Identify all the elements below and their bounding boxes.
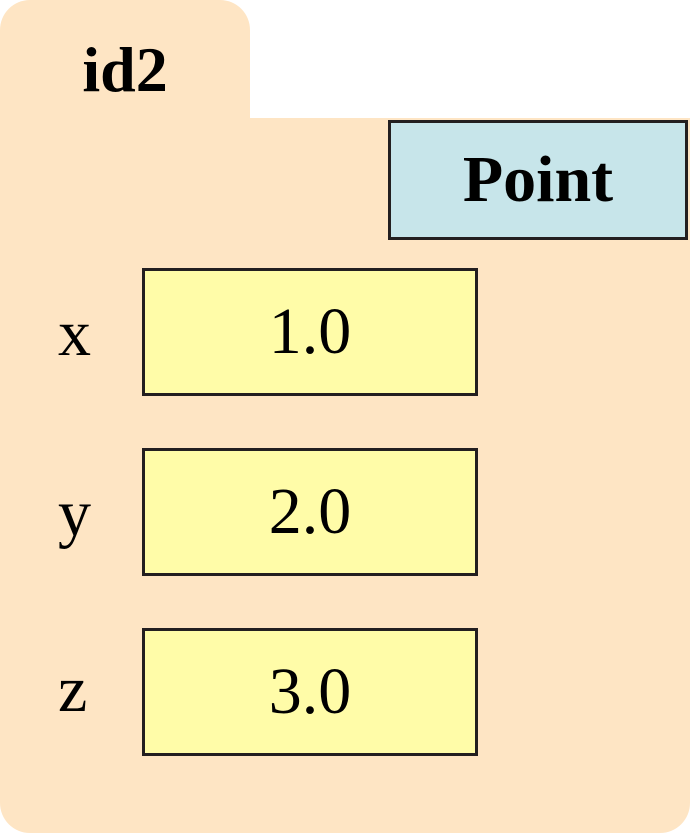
attribute-value: 2.0: [268, 475, 352, 548]
attribute-value-box: 1.0: [142, 268, 478, 396]
attribute-name: y: [58, 477, 91, 550]
object-id-label: id2: [82, 34, 168, 105]
folder-tab: [0, 0, 250, 140]
attribute-value: 3.0: [268, 655, 352, 728]
attribute-name: z: [58, 653, 88, 726]
class-name-box: Point: [388, 120, 688, 240]
class-name-label: Point: [462, 143, 614, 216]
attribute-value-box: 3.0: [142, 628, 478, 756]
attribute-name: x: [58, 297, 91, 370]
attribute-value: 1.0: [268, 295, 352, 368]
attribute-value-box: 2.0: [142, 448, 478, 576]
